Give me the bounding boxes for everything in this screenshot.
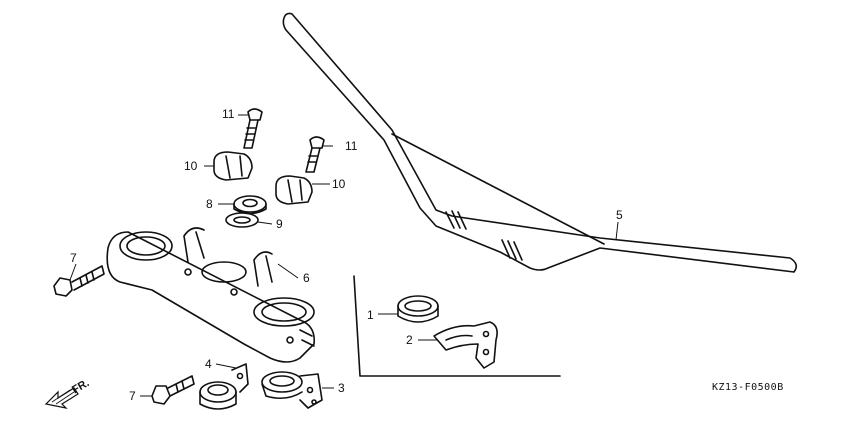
callout-7-upper: 7 bbox=[70, 251, 77, 265]
front-arrow-icon bbox=[44, 387, 79, 409]
nut-8 bbox=[233, 195, 267, 215]
callout-10-left: 10 bbox=[184, 159, 198, 173]
bolt-7-lower bbox=[151, 375, 195, 405]
callout-11-left: 11 bbox=[222, 107, 235, 121]
callout-7-lower: 7 bbox=[129, 389, 136, 403]
inset-frame bbox=[353, 275, 561, 377]
top-bridge bbox=[106, 227, 316, 363]
lower-holder-3 bbox=[261, 371, 323, 409]
handlebar bbox=[282, 12, 798, 273]
callout-4: 4 bbox=[205, 357, 212, 371]
upper-holder-right bbox=[275, 175, 313, 205]
callout-3: 3 bbox=[338, 381, 345, 395]
callout-2: 2 bbox=[406, 333, 413, 347]
callout-11-right: 11 bbox=[345, 139, 358, 153]
clamp-2 bbox=[433, 321, 498, 369]
upper-holder-left bbox=[213, 151, 253, 181]
leader-lines bbox=[69, 114, 619, 397]
lower-holder-4 bbox=[199, 363, 249, 410]
callout-9: 9 bbox=[276, 217, 283, 231]
callout-10-right: 10 bbox=[332, 177, 346, 191]
washer-9 bbox=[225, 212, 259, 228]
bolt-11-right bbox=[305, 136, 325, 173]
diagram-code: KZ13-F0500B bbox=[712, 382, 784, 393]
ring-1 bbox=[397, 295, 439, 323]
callout-5: 5 bbox=[616, 208, 623, 222]
bolt-7-upper bbox=[53, 265, 105, 297]
callout-6: 6 bbox=[303, 271, 310, 285]
bolt-11-left bbox=[243, 108, 263, 149]
callout-1: 1 bbox=[367, 308, 374, 322]
callout-8: 8 bbox=[206, 197, 213, 211]
